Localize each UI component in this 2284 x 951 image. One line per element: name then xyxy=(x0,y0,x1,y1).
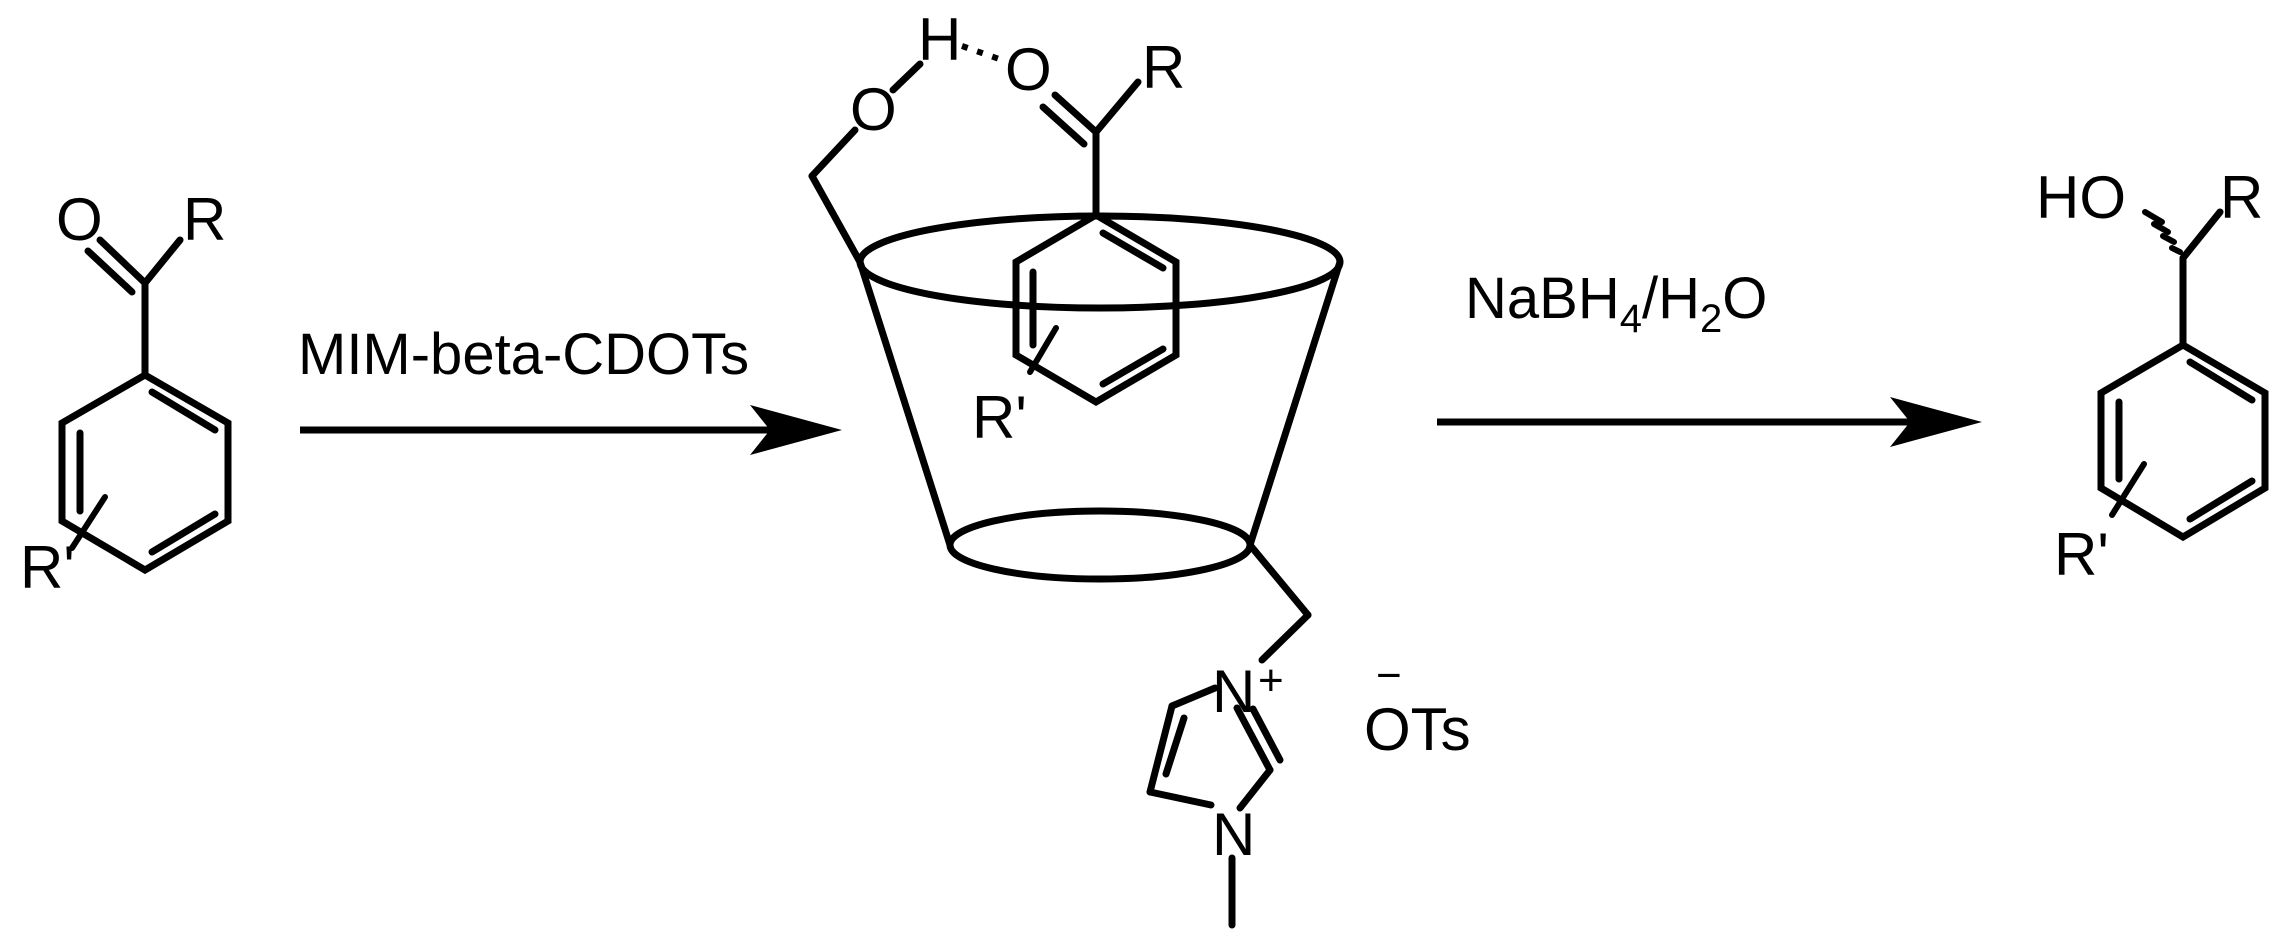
complex-positive-charge: + xyxy=(1258,656,1284,705)
complex-carbonyl-double-bond xyxy=(1051,91,1100,136)
arrow2-subscript-2: 2 xyxy=(1700,297,1722,341)
arrow2-subscript-1: 4 xyxy=(1620,297,1642,341)
product-r-prime-label: R' xyxy=(2054,521,2109,588)
complex-carbonyl-double-bond xyxy=(1039,103,1088,148)
complex-r-label: R xyxy=(1142,34,1185,101)
reactant-carbonyl-double-bond xyxy=(84,247,136,296)
complex-n-methyl-label: N xyxy=(1212,801,1255,868)
arrow2-reagent-part1: NaBH xyxy=(1465,266,1620,331)
cyclodextrin-wide-rim xyxy=(856,212,1344,312)
inclusion-complex: O H O R R' N + N − OTs xyxy=(808,6,1471,929)
complex-c-r-bond xyxy=(1092,78,1142,136)
reactant-r-prime-label: R' xyxy=(20,534,75,601)
arrow2-reagent-part3: O xyxy=(1722,266,1767,331)
reactant-carbonyl-double-bond xyxy=(96,236,149,287)
cyclodextrin-left-wall xyxy=(856,258,954,549)
cyclodextrin-narrow-rim xyxy=(946,507,1254,583)
imidazolium-ring-bond xyxy=(1162,714,1188,778)
counterion-label: OTs xyxy=(1364,696,1471,763)
arrow2-reagent-label: NaBH4/H2O xyxy=(1465,266,1767,341)
arrow2-reagent-part2: /H xyxy=(1642,266,1700,331)
product-aromatic-inner-bond xyxy=(2186,358,2256,404)
cd-o-h-bond xyxy=(889,60,924,94)
reaction-arrow-2: NaBH4/H2O xyxy=(1437,266,1982,447)
product-hydroxyl-label: HO xyxy=(2036,164,2126,231)
imidazolium-ring-bond xyxy=(1168,684,1219,710)
complex-r-prime-label: R' xyxy=(972,384,1027,451)
reactant-r-label: R xyxy=(183,186,226,253)
complex-hydroxyl-h-label: H xyxy=(918,6,961,73)
hydrogen-bond-dashed xyxy=(961,43,1003,63)
cd-ch2-bond xyxy=(808,172,864,266)
arrow1-head xyxy=(750,405,842,455)
reactant-molecule: O R R' xyxy=(20,186,232,601)
imidazolium-linker-bond xyxy=(1258,611,1312,664)
reaction-arrow-1: MIM-beta-CDOTs xyxy=(298,322,842,455)
imidazolium-ring-bond xyxy=(1236,766,1274,812)
reactant-c-r-bond xyxy=(141,236,184,287)
product-c-r-bond xyxy=(2179,208,2224,262)
complex-n-plus-label: N xyxy=(1212,658,1255,725)
complex-benzene-ring xyxy=(1012,210,1180,407)
reactant-r-prime-bond xyxy=(69,494,108,551)
product-benzene-ring xyxy=(2097,340,2269,542)
product-r-label: R xyxy=(2220,164,2263,231)
complex-aromatic-inner-bond xyxy=(1099,229,1167,272)
arrow1-reagent-label: MIM-beta-CDOTs xyxy=(298,322,749,387)
imidazolium-ring-bond xyxy=(1233,704,1274,774)
complex-aromatic-inner-bond xyxy=(1099,345,1167,388)
imidazolium-linker-bond xyxy=(1246,541,1312,619)
arrow2-head xyxy=(1890,397,1982,447)
counterion-negative-charge: − xyxy=(1376,651,1402,700)
imidazolium-ring-bond xyxy=(1249,705,1284,764)
reactant-oxygen-label: O xyxy=(56,186,103,253)
product-hashed-wedge xyxy=(2142,209,2183,255)
reactant-benzene-ring xyxy=(58,370,232,575)
reactant-aromatic-inner-bond xyxy=(148,510,219,556)
reactant-aromatic-inner-bond xyxy=(148,388,219,434)
product-molecule: HO R R' xyxy=(2036,164,2269,588)
complex-r-prime-bond xyxy=(1027,325,1059,375)
complex-carbonyl-oxygen-label: O xyxy=(1005,36,1052,103)
complex-hydroxyl-oxygen-label: O xyxy=(850,76,897,143)
product-r-prime-bond xyxy=(2109,461,2147,518)
cyclodextrin-right-wall xyxy=(1246,258,1344,549)
imidazolium-ring-bond xyxy=(1146,788,1215,809)
imidazolium-ring-bond xyxy=(1146,702,1176,796)
product-aromatic-inner-bond xyxy=(2186,477,2256,523)
cd-ch2-o-bond xyxy=(808,126,859,180)
